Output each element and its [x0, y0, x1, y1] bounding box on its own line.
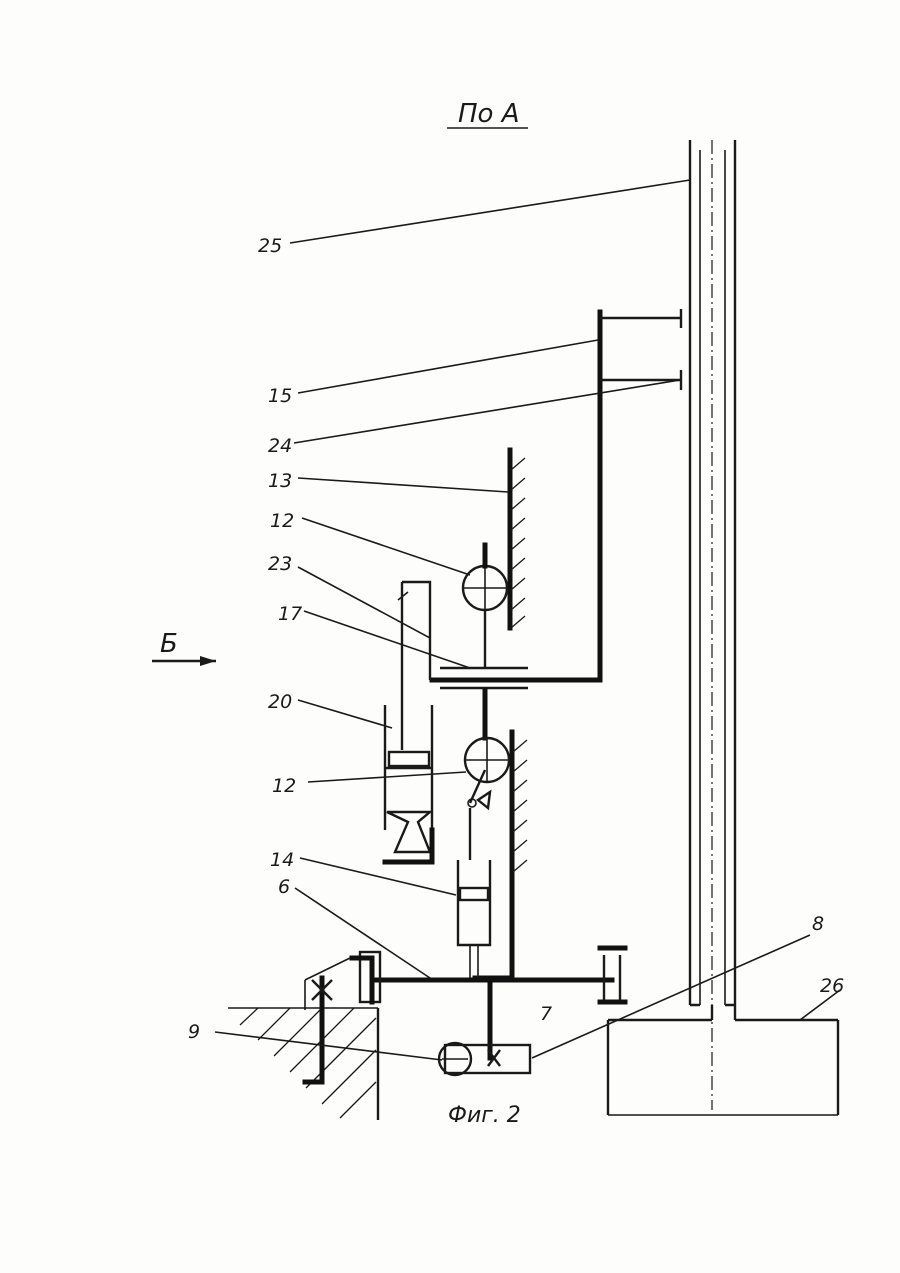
- beam-6: [352, 948, 625, 1058]
- label-12-lower: 12: [272, 775, 296, 797]
- label-24: 24: [268, 435, 292, 457]
- label-13: 13: [268, 470, 292, 492]
- roller-12-lower: [465, 690, 509, 808]
- cylinder-14: [458, 808, 490, 978]
- label-26: 26: [820, 975, 844, 997]
- figure-caption: Фиг. 2: [448, 1103, 521, 1128]
- cylinder-20: [385, 582, 432, 862]
- label-14: 14: [270, 849, 294, 871]
- label-7: 7: [540, 1003, 552, 1025]
- label-9: 9: [188, 1021, 200, 1043]
- left-wall: [228, 958, 378, 1120]
- label-20: 20: [268, 691, 292, 713]
- label-17: 17: [278, 603, 302, 625]
- foundation-26: [608, 1005, 838, 1115]
- label-6: 6: [278, 876, 290, 898]
- label-12-upper: 12: [270, 510, 294, 532]
- label-8: 8: [812, 913, 824, 935]
- roller-12-upper: [463, 545, 507, 668]
- leader-lines: [215, 180, 840, 1060]
- frame-15: [432, 309, 681, 680]
- view-title: По А: [458, 99, 520, 129]
- guide-13-upper: [510, 450, 525, 628]
- label-25: 25: [258, 235, 282, 257]
- label-23: 23: [268, 553, 292, 575]
- view-marker-letter: Б: [160, 629, 178, 659]
- label-15: 15: [268, 385, 292, 407]
- column-25: [690, 140, 735, 1110]
- drive-8: [439, 1043, 530, 1075]
- guide-13-lower: [475, 732, 527, 978]
- view-marker: Б: [152, 629, 216, 666]
